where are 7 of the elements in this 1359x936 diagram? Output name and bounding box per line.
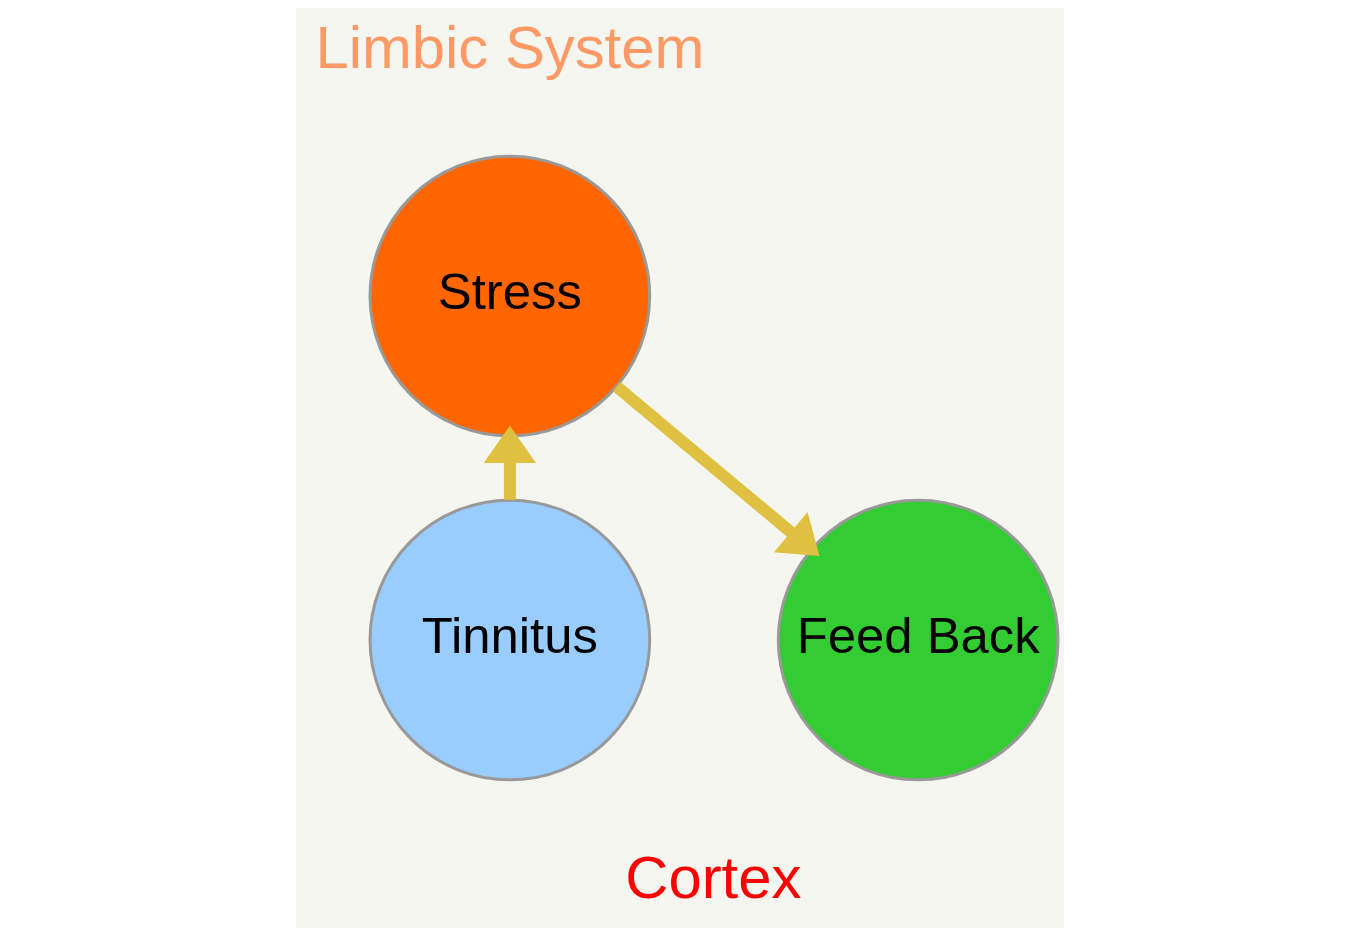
node-circle: Tinnitus — [368, 498, 651, 782]
node-circle: Feed Back — [776, 498, 1059, 782]
label: Cortex — [624, 843, 801, 911]
node-circle: Stress — [368, 154, 651, 438]
label: Limbic System — [314, 13, 704, 81]
arrow — [612, 382, 819, 557]
arrow — [483, 425, 536, 500]
